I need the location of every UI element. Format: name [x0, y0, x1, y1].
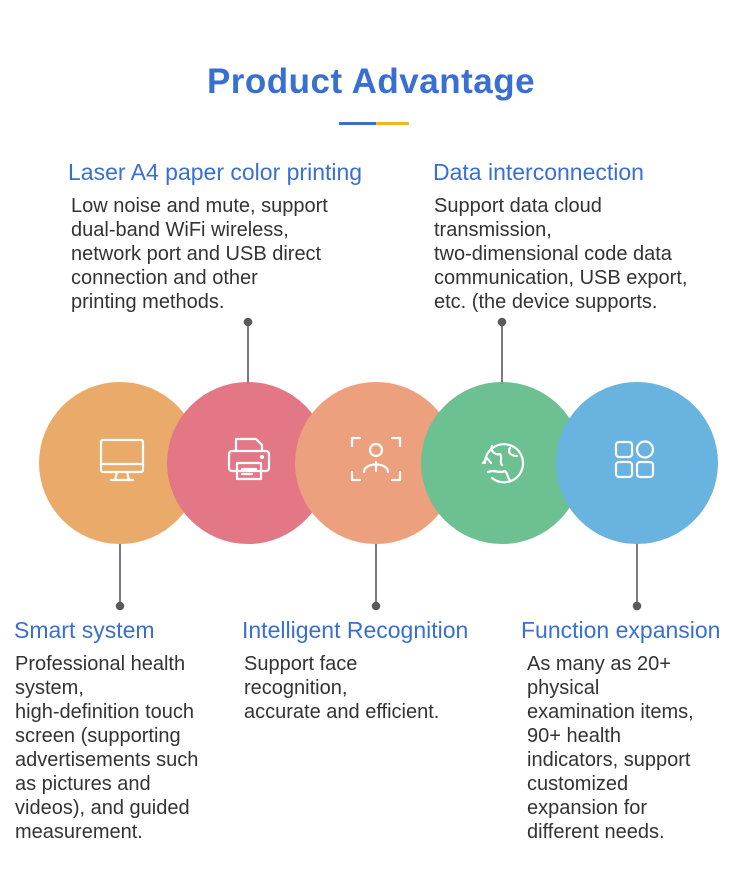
- page-title: Product Advantage: [206, 62, 536, 101]
- feature-line: 90+ health: [527, 725, 621, 747]
- printer-icon: [227, 437, 271, 481]
- feature-line: indicators, support: [527, 749, 691, 771]
- feature-title: Data interconnection: [433, 159, 644, 185]
- apps-grid-icon: [614, 440, 655, 479]
- feature-line: screen (supporting: [15, 725, 181, 747]
- feature-line: videos), and guided: [15, 797, 190, 819]
- title-underline-blue: [339, 122, 376, 125]
- feature-description: Professional health system, high-definit…: [15, 652, 198, 844]
- feature-line: as pictures and: [15, 773, 151, 795]
- feature-description: Support data cloud transmission, two-dim…: [434, 194, 687, 314]
- feature-description: Low noise and mute, support dual-band Wi…: [71, 194, 362, 314]
- connector-dot-printing: [243, 317, 253, 327]
- face-recognition-icon: [350, 436, 402, 482]
- feature-title: Function expansion: [521, 617, 721, 643]
- feature-line: Support data cloud: [434, 195, 602, 217]
- feature-line: Support face: [244, 653, 358, 675]
- feature-title: Smart system: [14, 617, 155, 643]
- connector-dot-function: [632, 601, 642, 611]
- feature-line: Professional health: [15, 653, 186, 675]
- feature-laser-printing: Laser A4 paper color printing Low noise …: [68, 159, 362, 314]
- connector-dot-data: [497, 317, 507, 327]
- feature-function-expansion: Function expansion As many as 20+ physic…: [521, 617, 720, 844]
- feature-description: As many as 20+ physical examination item…: [527, 652, 720, 844]
- feature-line: advertisements such: [15, 749, 199, 771]
- monitor-icon: [99, 438, 145, 482]
- feature-line: measurement.: [15, 821, 143, 843]
- feature-line: recognition,: [244, 677, 348, 699]
- connector-dot-recognition: [371, 601, 381, 611]
- feature-line: Low noise and mute, support: [71, 195, 328, 217]
- feature-line: system,: [15, 677, 84, 699]
- feature-line: connection and other: [71, 267, 258, 289]
- feature-line: As many as 20+: [527, 653, 671, 675]
- feature-line: expansion for: [527, 797, 648, 819]
- feature-line: accurate and efficient.: [244, 701, 440, 723]
- feature-title: Intelligent Recognition: [242, 617, 469, 643]
- feature-line: high-definition touch: [15, 701, 195, 723]
- feature-description: Support face recognition, accurate and e…: [244, 652, 468, 724]
- feature-line: etc. (the device supports.: [434, 291, 658, 313]
- connector-dot-smart: [115, 601, 125, 611]
- feature-intelligent-recognition: Intelligent Recognition Support face rec…: [242, 617, 468, 724]
- feature-line: network port and USB direct: [71, 243, 322, 265]
- feature-line: customized: [527, 773, 629, 795]
- feature-data-interconnection: Data interconnection Support data cloud …: [433, 159, 687, 314]
- feature-line: communication, USB export,: [434, 267, 688, 289]
- feature-line: dual-band WiFi wireless,: [71, 219, 289, 241]
- title-underline-yellow: [376, 122, 409, 125]
- feature-smart-system: Smart system Professional health system,…: [14, 617, 198, 844]
- feature-line: different needs.: [527, 821, 665, 843]
- feature-line: examination items,: [527, 701, 694, 723]
- feature-line: transmission,: [434, 219, 552, 241]
- feature-line: two-dimensional code data: [434, 243, 672, 265]
- feature-line: printing methods.: [71, 291, 225, 313]
- feature-title: Laser A4 paper color printing: [68, 159, 363, 185]
- globe-sync-icon: [481, 443, 525, 484]
- feature-line: physical: [527, 677, 600, 699]
